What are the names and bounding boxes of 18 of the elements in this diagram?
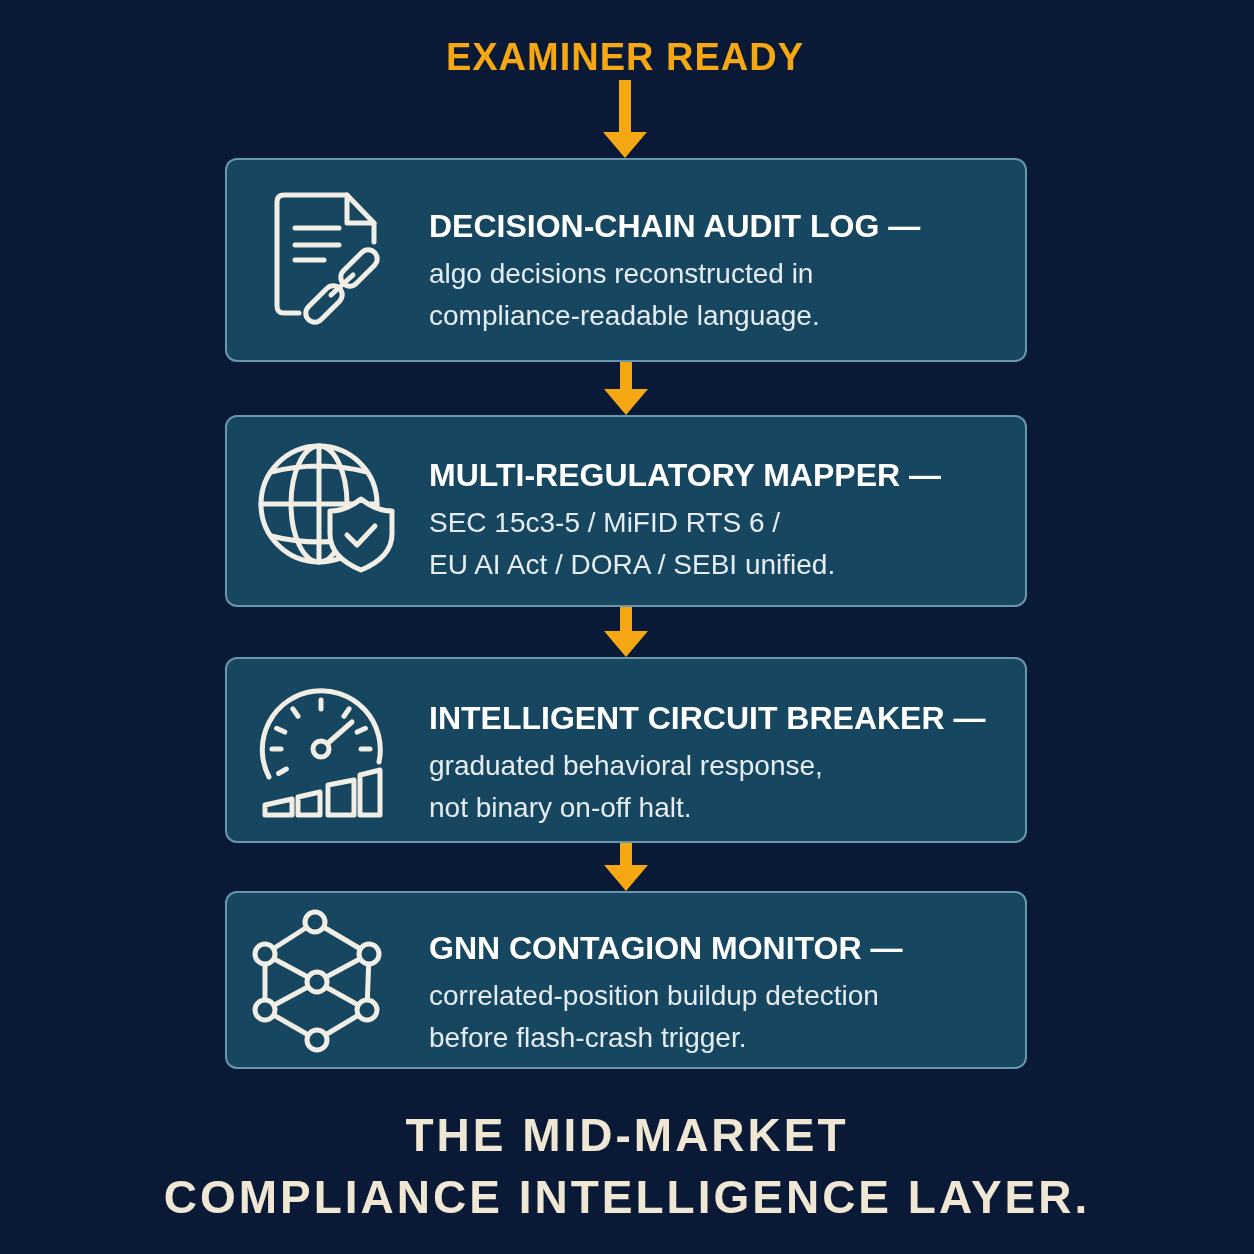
arrow bbox=[603, 80, 647, 158]
caption-text: THE MID-MARKET COMPLIANCE INTELLIGENCE LAYER. bbox=[163, 1108, 1091, 1225]
box-heading: GNN CONTAGION MONITOR — bbox=[429, 929, 903, 967]
box-description: algo decisions reconstructed in compliance-readable language. bbox=[429, 257, 820, 333]
arrow bbox=[604, 362, 648, 415]
arrow bbox=[604, 843, 648, 891]
process-box bbox=[225, 891, 1027, 1069]
process-box bbox=[225, 657, 1027, 843]
box-heading: DECISION-CHAIN AUDIT LOG — bbox=[429, 207, 921, 245]
box-description: correlated-position buildup detection before flash-crash trigger. bbox=[429, 979, 879, 1055]
box-heading: MULTI-REGULATORY MAPPER — bbox=[429, 456, 941, 494]
arrow bbox=[604, 607, 648, 657]
header-label: EXAMINER READY bbox=[445, 34, 805, 80]
box-description: SEC 15c3-5 / MiFID RTS 6 / EU AI Act / DORA / SEBI unified. bbox=[429, 506, 836, 582]
box-heading: INTELLIGENT CIRCUIT BREAKER — bbox=[429, 699, 986, 737]
box-description: graduated behavioral response, not binary on-off halt. bbox=[429, 749, 823, 825]
process-box bbox=[225, 415, 1027, 607]
process-box bbox=[225, 158, 1027, 362]
